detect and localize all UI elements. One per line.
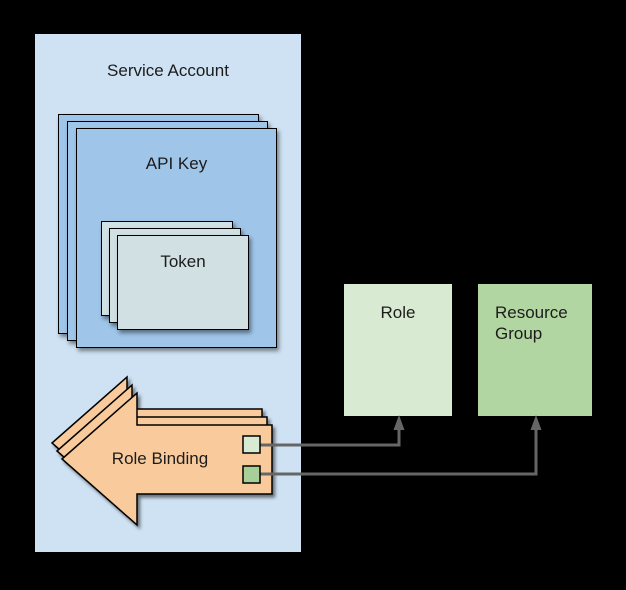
resource-group-box [478,284,592,416]
connector-role-arrowhead-icon [393,415,405,430]
resource-group-ref-swatch-icon [242,465,261,484]
role-ref-swatch-icon [242,435,261,454]
connector-resource-group-arrowhead-icon [530,415,542,430]
connector-role [260,429,401,447]
connector-resource-group [260,429,538,476]
token-box [117,235,249,330]
role-binding-arrow-stack [50,375,273,527]
role-binding-arrow [60,391,273,527]
role-box [344,284,452,416]
